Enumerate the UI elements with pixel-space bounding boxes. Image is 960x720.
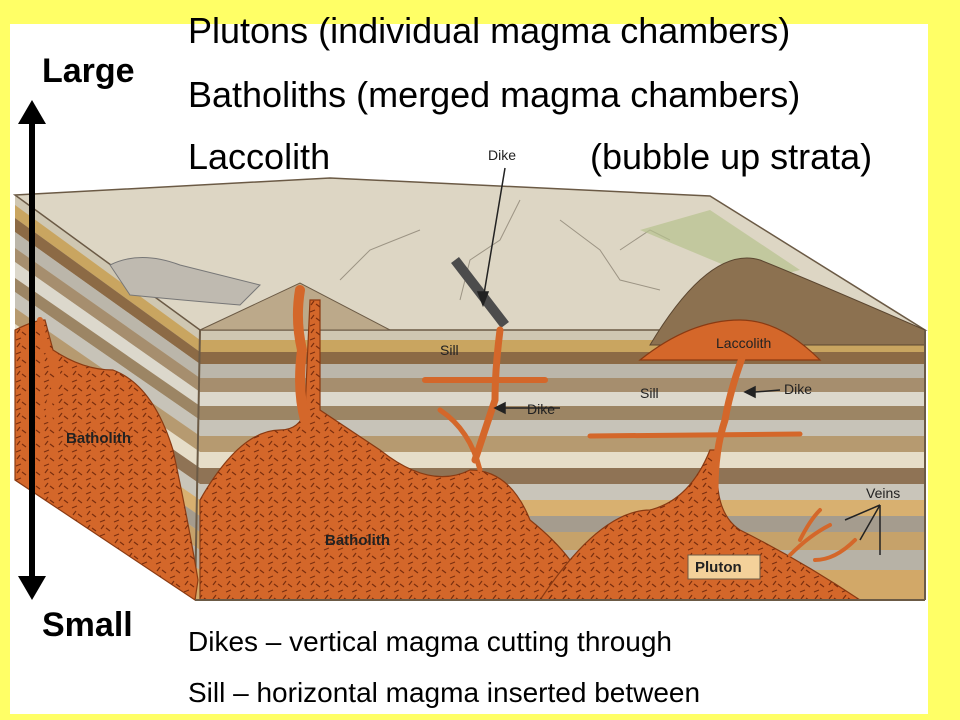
scale-small-label: Small: [42, 606, 133, 644]
label-batholith-left: Batholith: [66, 430, 131, 447]
scale-large-label: Large: [42, 52, 135, 90]
magma-texture: [15, 300, 860, 600]
heading-plutons: Plutons (individual magma chambers): [188, 10, 791, 51]
label-dike-right: Dike: [784, 381, 812, 397]
label-batholith-center: Batholith: [325, 532, 390, 549]
label-pluton: Pluton: [695, 559, 742, 576]
scale-arrow: [18, 100, 46, 600]
label-veins: Veins: [866, 485, 900, 501]
pluton-label-box: [687, 554, 761, 580]
label-dike-mid: Dike: [527, 401, 555, 417]
label-sill-right: Sill: [640, 385, 659, 401]
leader-lines: [476, 167, 881, 555]
definition-dikes: Dikes – vertical magma cutting through: [188, 626, 672, 657]
label-dike-top: Dike: [488, 147, 516, 163]
label-laccolith: Laccolith: [716, 335, 771, 351]
definition-sill: Sill – horizontal magma inserted between: [188, 677, 701, 708]
surface-outcrop: [109, 257, 261, 306]
heading-laccolith: Laccolith: [188, 136, 331, 177]
label-sill-left: Sill: [440, 342, 459, 358]
heading-batholiths: Batholiths (merged magma chambers): [188, 74, 801, 115]
dikes-and-sills: [37, 285, 857, 562]
heading-laccolith-desc: (bubble up strata): [590, 136, 873, 177]
